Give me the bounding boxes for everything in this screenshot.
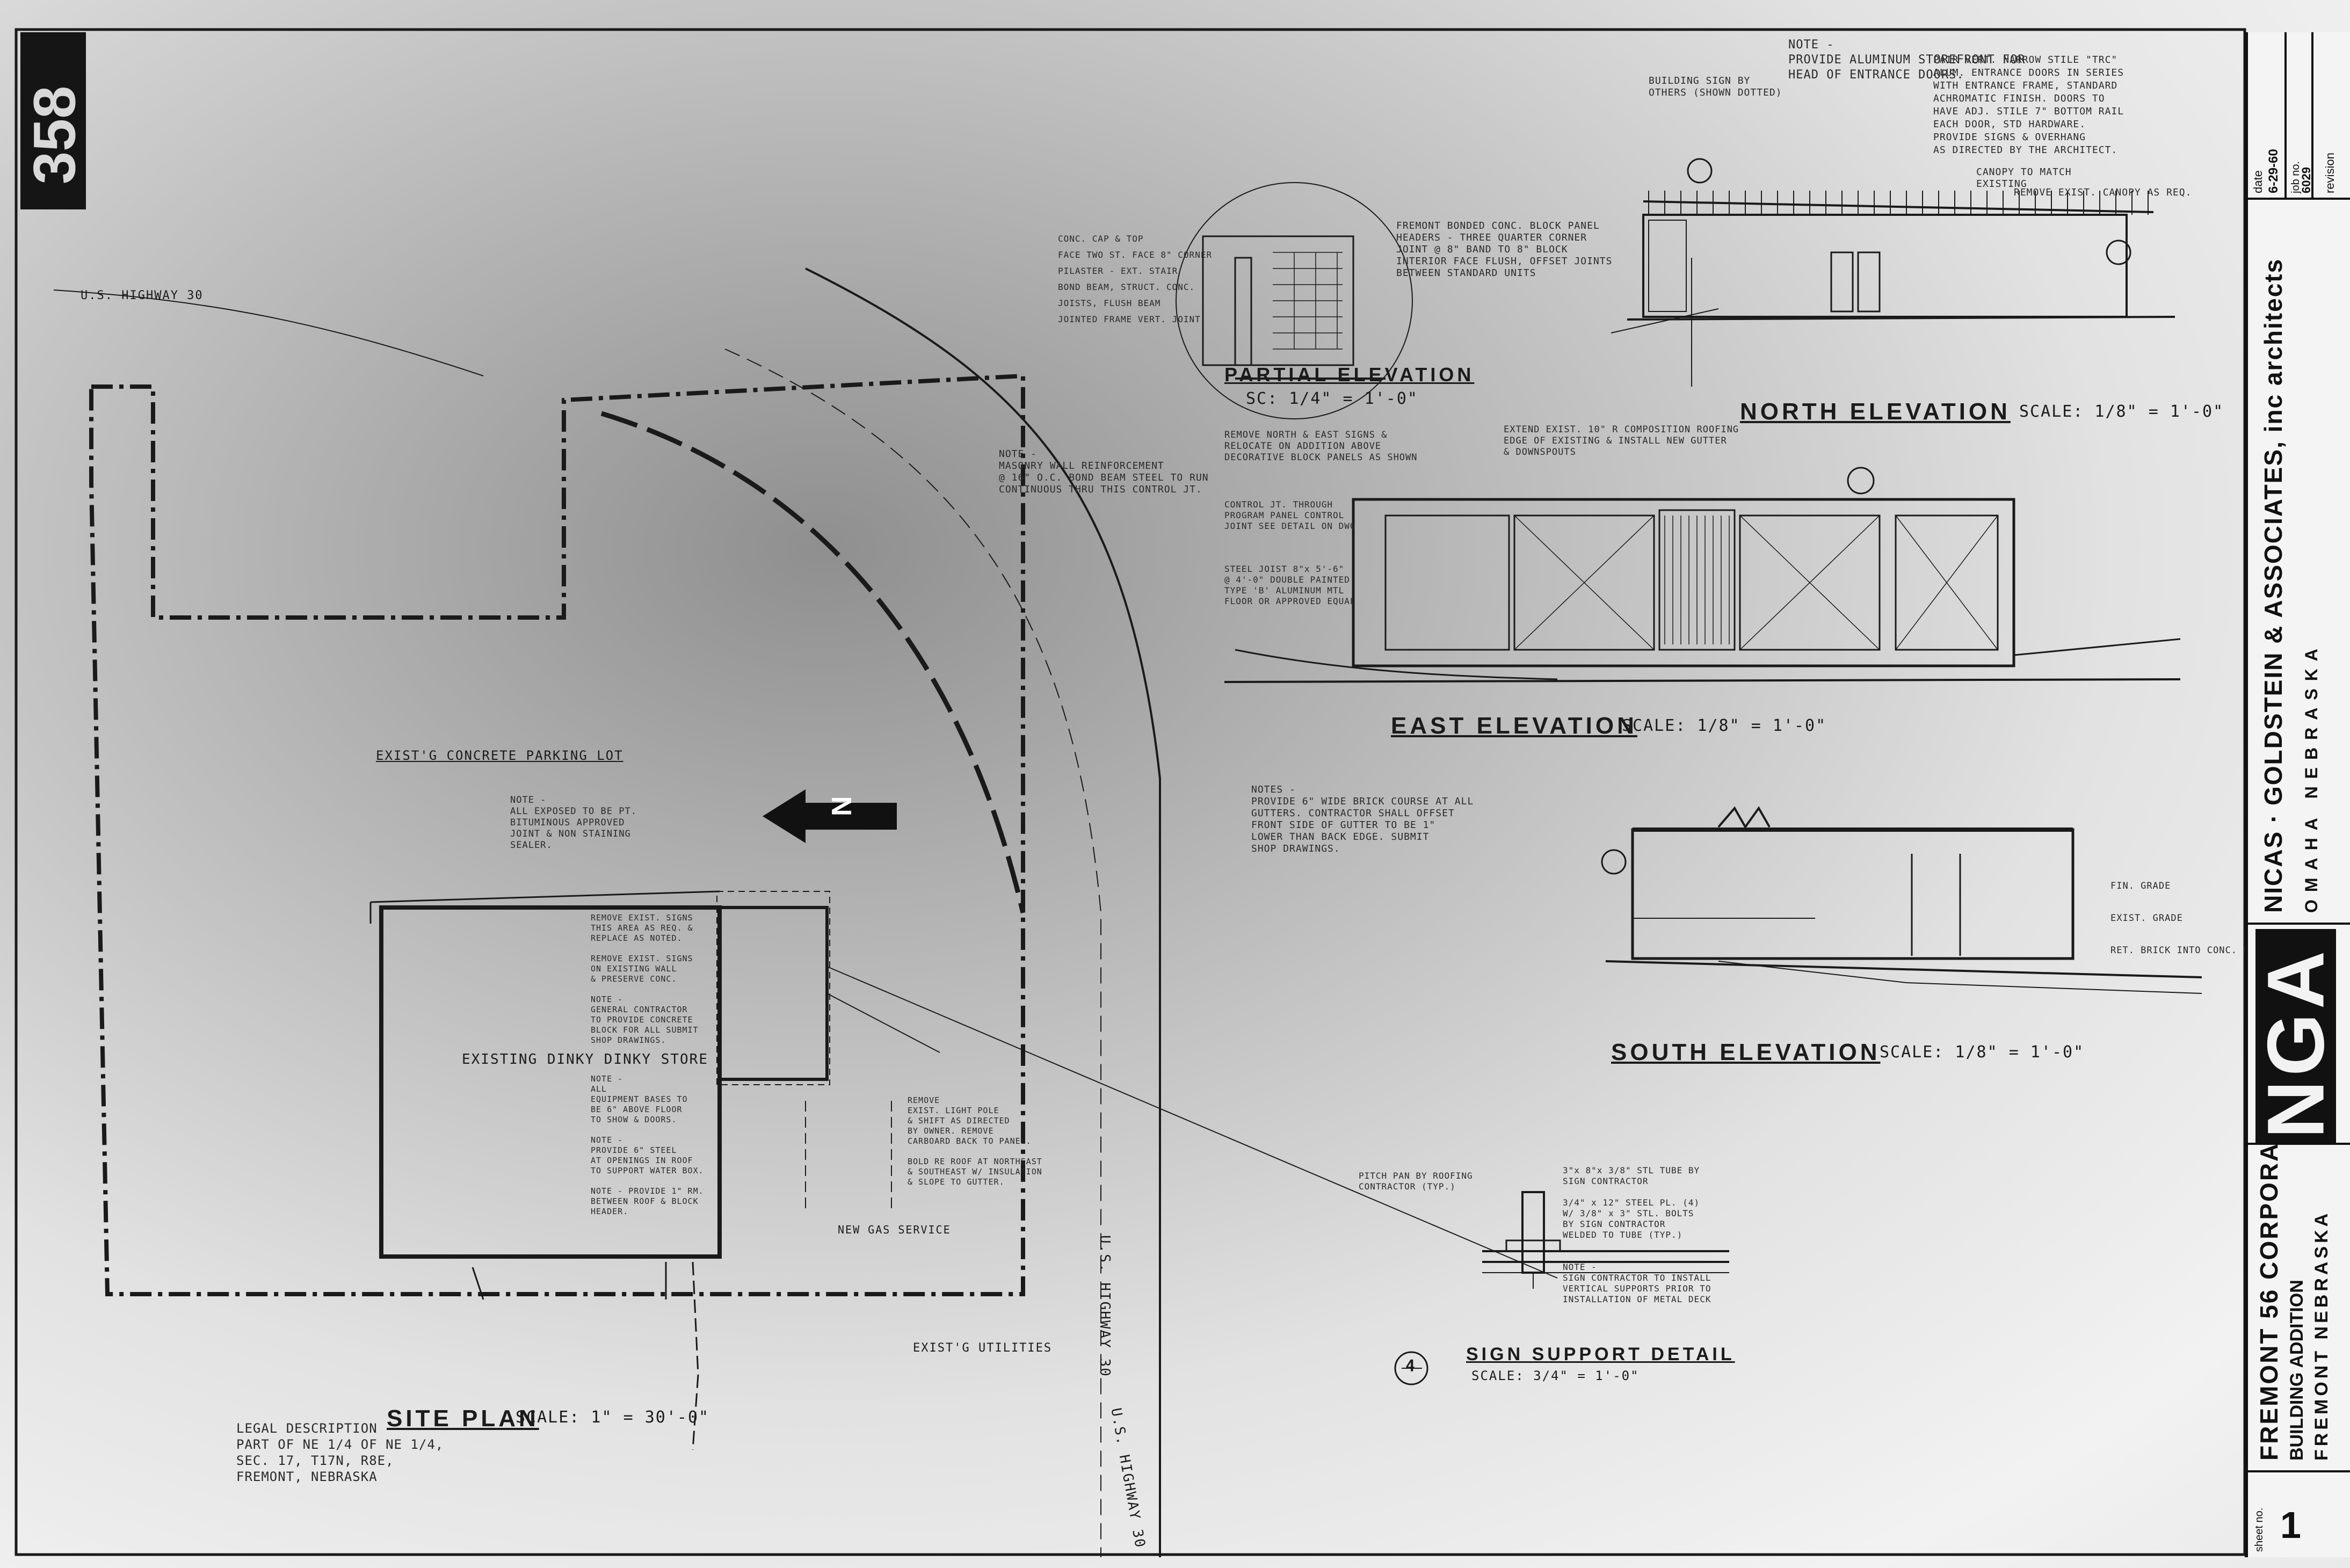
addition xyxy=(718,906,829,1081)
note-site-right: REMOVE EXIST. LIGHT POLE & SHIFT AS DIRE… xyxy=(908,1095,1042,1187)
south-elevation-scale: SCALE: 1/8" = 1'-0" xyxy=(1880,1043,2085,1062)
new-service-label: NEW GAS SERVICE xyxy=(838,1223,951,1236)
partial-elev-wall xyxy=(1202,235,1354,366)
highway-vertical-label: U.S. HIGHWAY 30 xyxy=(1097,1235,1113,1377)
note-fremont-block: FREMONT BONDED CONC. BLOCK PANEL HEADERS… xyxy=(1396,220,1613,279)
note-elev-labels: FIN. GRADE EXIST. GRADE RET. BRICK INTO … xyxy=(2110,881,2273,956)
note-sign-left: PITCH PAN BY ROOFING CONTRACTOR (TYP.) xyxy=(1359,1171,1473,1192)
site-plan-scale: SCALE: 1" = 30'-0" xyxy=(516,1408,710,1427)
project-location: FREMONT NEBRASKA xyxy=(2311,1210,2332,1461)
date-label: date xyxy=(2251,170,2265,193)
date-value: 6-29-60 xyxy=(2266,149,2281,193)
existing-store xyxy=(379,905,722,1259)
note-remove-canopy: REMOVE EXIST. CANOPY AS REQ. xyxy=(2014,187,2192,198)
highway-edge xyxy=(805,267,1161,1557)
site-plan-title: SITE PLAN xyxy=(387,1405,539,1432)
firm-name: NICAS · GOLDSTEIN & ASSOCIATES, inc arch… xyxy=(2259,258,2287,913)
north-elevation-title: NORTH ELEVATION xyxy=(1740,398,2011,425)
highway-top-label: U.S. HIGHWAY 30 xyxy=(81,289,204,302)
property-line xyxy=(89,373,1025,1296)
firm-logo: NGA xyxy=(2251,929,2341,1144)
note-sign-bottom: NOTE - SIGN CONTRACTOR TO INSTALL VERTIC… xyxy=(1563,1262,1711,1304)
note-building-sign: BUILDING SIGN BY OTHERS (SHOWN DOTTED) xyxy=(1649,75,1782,98)
north-elev-wall xyxy=(1642,214,2128,318)
note-canopy: CANOPY TO MATCH EXISTING xyxy=(1976,166,2072,190)
north-arrow-icon: N xyxy=(763,789,897,843)
building-label: EXISTING DINKY DINKY STORE xyxy=(462,1051,708,1068)
title-block-lines xyxy=(2248,32,2350,1472)
note-sign-right: 3"x 8"x 3/8" STL TUBE BY SIGN CONTRACTOR… xyxy=(1563,1165,1700,1240)
note-control-joint: CONTROL JT. THROUGH PROGRAM PANEL CONTRO… xyxy=(1224,499,1356,531)
note-site-2: REMOVE EXIST. SIGNS THIS AREA AS REQ. & … xyxy=(591,913,699,1045)
firm-logo-text: NGA xyxy=(2250,946,2341,1139)
sheet-number: 1 xyxy=(2280,1504,2301,1546)
south-elevation-title: SOUTH ELEVATION xyxy=(1611,1039,1881,1065)
firm-city: OMAHA NEBRASKA xyxy=(2302,641,2321,913)
south-elev-wall xyxy=(1631,828,2075,960)
sign-detail-title: SIGN SUPPORT DETAIL xyxy=(1466,1344,1735,1364)
note-site-1: NOTE - ALL EXPOSED TO BE PT. BITUMINOUS … xyxy=(510,795,637,851)
east-elev-wall xyxy=(1352,498,2015,667)
utilities-label: EXIST'G UTILITIES xyxy=(913,1341,1053,1355)
curve-property xyxy=(600,411,1026,914)
highway-center xyxy=(724,349,1101,1557)
partial-elevation-scale: SC: 1/4" = 1'-0" xyxy=(1246,389,1418,408)
note-south: NOTES - PROVIDE 6" WIDE BRICK COURSE AT … xyxy=(1251,784,1474,854)
archive-stamp: 358 xyxy=(20,32,88,209)
note-partial: CONC. CAP & TOP FACE TWO ST. FACE 8" COR… xyxy=(1058,234,1213,324)
svg-text:N: N xyxy=(826,796,858,816)
highway-top xyxy=(53,289,484,376)
legal-description: LEGAL DESCRIPTION PART OF NE 1/4 OF NE 1… xyxy=(236,1421,444,1484)
sign-detail-number: 4 xyxy=(1405,1357,1417,1376)
project-name: BUILDING ADDITION xyxy=(2287,1280,2307,1461)
note-masonry: NOTE - MASONRY WALL REINFORCEMENT @ 16" … xyxy=(999,448,1209,495)
note-doors: PAIR VERT. NARROW STILE "TRC" ALUM. ENTR… xyxy=(1933,54,2124,156)
title-block: date 6-29-60 job no. 6029 revision NICAS… xyxy=(2245,32,2350,1557)
note-east: EXTEND EXIST. 10" R COMPOSITION ROOFING … xyxy=(1504,424,1739,458)
east-elevation-scale: SCALE: 1/8" = 1'-0" xyxy=(1622,716,1827,735)
note-steel-joist: STEEL JOIST 8"x 5'-6" @ 4'-0" DOUBLE PAI… xyxy=(1224,564,1356,606)
sign-tube xyxy=(1521,1191,1545,1274)
east-elevation-title: EAST ELEVATION xyxy=(1391,713,1637,739)
sign-detail-scale: SCALE: 3/4" = 1'-0" xyxy=(1471,1368,1640,1383)
detail-bubble xyxy=(1394,1351,1428,1385)
partial-elevation-title: PARTIAL ELEVATION xyxy=(1224,364,1475,386)
note-top: NOTE - PROVIDE ALUMINUM STOREFRONT FOR H… xyxy=(1788,38,2026,82)
note-east-left: REMOVE NORTH & EAST SIGNS & RELOCATE ON … xyxy=(1224,430,1418,463)
sheet-label: sheet no. xyxy=(2253,1507,2265,1552)
revision-label: revision xyxy=(2323,153,2337,193)
job-value: 6029 xyxy=(2300,167,2313,193)
parking-label: EXIST'G CONCRETE PARKING LOT xyxy=(376,748,623,763)
note-site-3: NOTE - ALL EQUIPMENT BASES TO BE 6" ABOV… xyxy=(591,1074,704,1216)
north-elevation-scale: SCALE: 1/8" = 1'-0" xyxy=(2019,402,2224,421)
